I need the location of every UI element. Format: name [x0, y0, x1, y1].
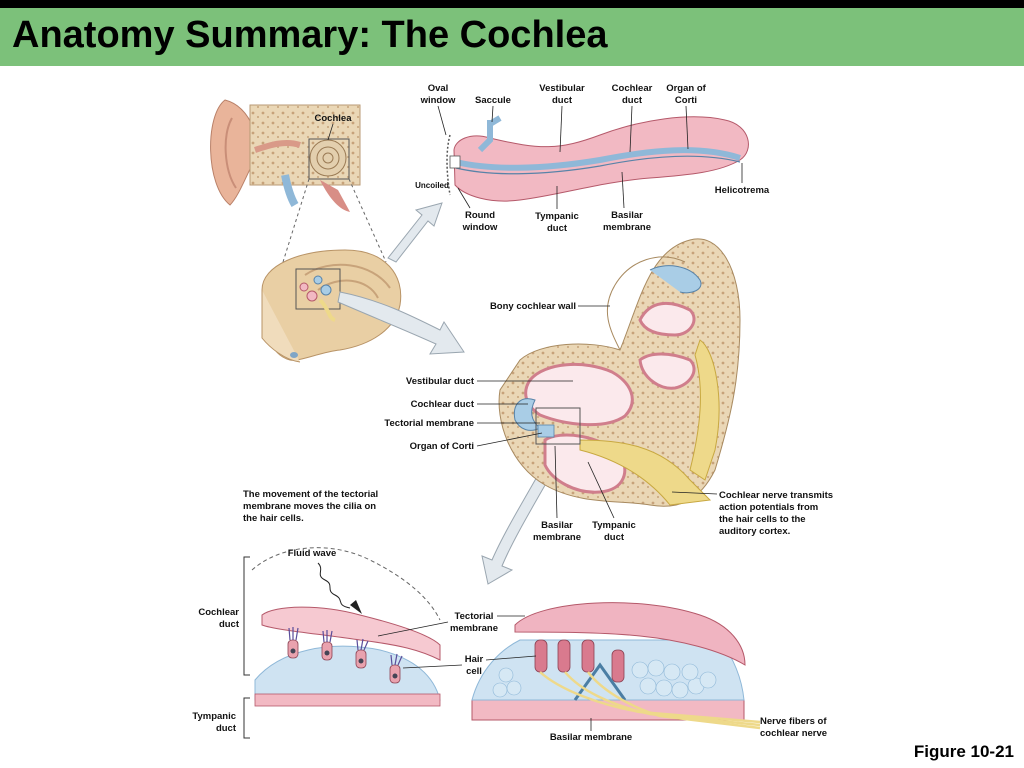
label-organ-corti-top-1: Organ of: [666, 83, 706, 94]
title-bar: [0, 8, 1024, 66]
arrow-to-section: [337, 291, 465, 355]
uncoiled-cochlea-illustration: [446, 115, 749, 202]
label-cochlear-duct-top-2: duct: [622, 95, 643, 106]
label-uncoiled: Uncoiled: [415, 181, 449, 190]
label-nerve-note-3: the hair cells to the: [719, 514, 806, 525]
label-organ-corti-mid: Organ of Corti: [410, 441, 474, 452]
label-vestibular-duct-top-2: duct: [552, 95, 573, 106]
hair-cell-schematic: [243, 547, 441, 739]
label-hair-cell-1: Hair: [465, 654, 484, 665]
label-basilar-membrane-top-2: membrane: [603, 222, 651, 233]
label-cochlear-duct-top-1: Cochlear: [612, 83, 653, 94]
ear-illustration: [210, 99, 387, 263]
label-cochlear-duct-mid: Cochlear duct: [411, 399, 475, 410]
label-bony-cochlear-wall: Bony cochlear wall: [490, 301, 576, 312]
top-border: [0, 0, 1024, 8]
page-title: Anatomy Summary: The Cochlea: [12, 14, 608, 56]
label-tectorial-membrane-low-1: Tectorial: [455, 611, 494, 622]
figure-label: Figure 10-21: [913, 742, 1014, 761]
label-fluid-wave: Fluid wave: [288, 548, 337, 559]
label-tympanic-duct-top-1: Tympanic: [535, 211, 579, 222]
label-oval-window-1: Oval: [428, 83, 449, 94]
label-saccule: Saccule: [475, 95, 511, 106]
label-oval-window-2: window: [420, 95, 456, 106]
label-movement-note-2: membrane moves the cilia on: [243, 501, 376, 512]
label-round-window-2: window: [462, 222, 498, 233]
label-movement-note-1: The movement of the tectorial: [243, 489, 378, 500]
label-cochlear-duct-low-2: duct: [219, 619, 240, 630]
label-hair-cell-2: cell: [466, 666, 482, 677]
label-vestibular-duct-mid: Vestibular duct: [406, 376, 475, 387]
label-basilar-membrane-low: Basilar membrane: [550, 732, 632, 743]
cochlea-section-illustration: [261, 249, 402, 363]
label-nerve-fibers-1: Nerve fibers of: [760, 716, 827, 727]
label-tympanic-duct-mid-1: Tympanic: [592, 520, 636, 531]
label-tympanic-duct-low-1: Tympanic: [192, 711, 236, 722]
label-nerve-note-2: action potentials from: [719, 502, 818, 513]
label-vestibular-duct-top-1: Vestibular: [539, 83, 585, 94]
label-tympanic-duct-mid-2: duct: [604, 532, 625, 543]
label-tympanic-duct-top-2: duct: [547, 223, 568, 234]
label-cochlea: Cochlea: [315, 113, 353, 124]
label-round-window-1: Round: [465, 210, 495, 221]
label-tympanic-duct-low-2: duct: [216, 723, 237, 734]
label-organ-corti-top-2: Corti: [675, 95, 697, 106]
label-tectorial-membrane-mid: Tectorial membrane: [384, 418, 474, 429]
label-basilar-membrane-top-1: Basilar: [611, 210, 643, 221]
label-tectorial-membrane-low-2: membrane: [450, 623, 498, 634]
label-cochlear-duct-low-1: Cochlear: [198, 607, 239, 618]
label-movement-note-3: the hair cells.: [243, 513, 304, 524]
arrow-to-uncoiled: [387, 202, 443, 263]
label-nerve-fibers-2: cochlear nerve: [760, 728, 827, 739]
label-nerve-note-1: Cochlear nerve transmits: [719, 490, 833, 501]
label-basilar-membrane-mid-2: membrane: [533, 532, 581, 543]
label-nerve-note-4: auditory cortex.: [719, 526, 790, 537]
cochlea-cross-section-illustration: [498, 238, 741, 507]
organ-of-corti-illustration: [471, 602, 761, 730]
label-basilar-membrane-mid-1: Basilar: [541, 520, 573, 531]
label-helicotrema: Helicotrema: [715, 185, 770, 196]
